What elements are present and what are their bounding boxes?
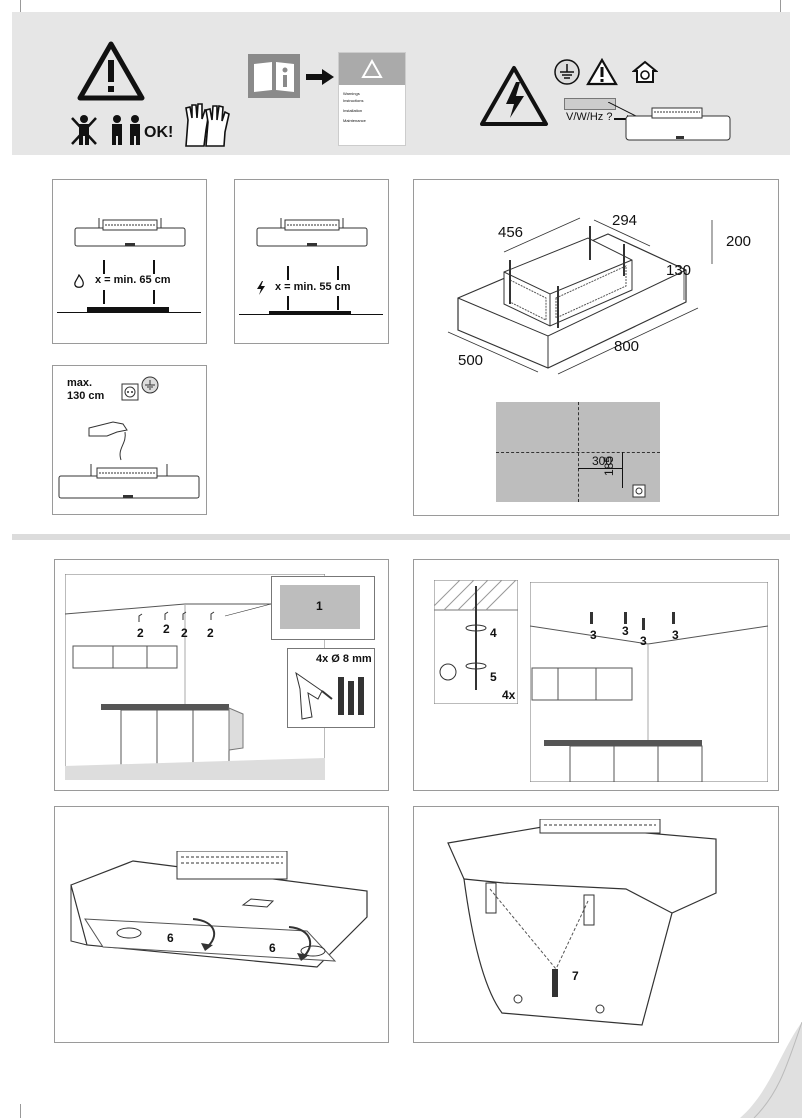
drill-icon bbox=[295, 671, 333, 720]
step-6-label: 6 bbox=[269, 941, 276, 955]
dimension-800: 800 bbox=[614, 338, 640, 355]
clearance-tick bbox=[287, 266, 289, 280]
arrow-right-icon bbox=[306, 69, 334, 85]
safety-header: OK! Warnings Instructions Installation M… bbox=[12, 12, 790, 155]
gas-clearance-panel: x = min. 65 cm bbox=[52, 179, 207, 344]
section-divider bbox=[12, 534, 790, 540]
step-3-label: 3 bbox=[672, 628, 679, 642]
step-3-label: 3 bbox=[590, 628, 597, 642]
electric-clearance-label: x = min. 55 cm bbox=[275, 281, 351, 293]
electric-hazard-icon bbox=[480, 66, 548, 126]
gas-hob bbox=[87, 307, 169, 312]
dimension-500: 500 bbox=[458, 352, 484, 369]
clearance-tick bbox=[103, 290, 105, 304]
clearance-tick bbox=[153, 260, 155, 274]
single-person-crossed-icon bbox=[71, 115, 97, 145]
clearance-tick bbox=[337, 266, 339, 280]
hood-side-view bbox=[625, 107, 731, 141]
warning-icon bbox=[77, 41, 145, 101]
step-2-label: 2 bbox=[181, 626, 188, 640]
hand-plug-drawing bbox=[88, 421, 128, 461]
manual-line: Warnings bbox=[343, 91, 360, 96]
step-4-label: 4 bbox=[490, 626, 497, 640]
step-2-label: 2 bbox=[163, 622, 170, 636]
dimension-200: 200 bbox=[726, 233, 752, 250]
quantity-4x-label: 4x bbox=[502, 688, 516, 702]
drill-inset: 4x Ø 8 mm bbox=[287, 648, 375, 728]
two-persons-icon bbox=[112, 115, 140, 145]
step-5-label: 5 bbox=[490, 670, 497, 684]
dimension-130: 130 bbox=[666, 262, 692, 279]
electric-hob bbox=[269, 311, 351, 314]
hood-front-drawing bbox=[74, 218, 186, 247]
pointer-line bbox=[608, 102, 637, 117]
drill-spec-label: 4x Ø 8 mm bbox=[316, 653, 372, 665]
dimension-294: 294 bbox=[612, 212, 638, 229]
crop-mark bbox=[20, 1104, 21, 1118]
socket-height-label: 130 cm bbox=[67, 390, 105, 402]
drilling-template-inset: 1 bbox=[271, 576, 375, 640]
crop-mark bbox=[20, 0, 21, 12]
hood-isometric-drawing bbox=[447, 217, 713, 375]
dimensions-panel: 456 294 200 130 500 800 300 185 bbox=[413, 179, 779, 516]
earth-ground-icon bbox=[141, 376, 159, 394]
hood-underside-drawing bbox=[70, 851, 368, 968]
crop-mark bbox=[780, 0, 781, 12]
filter-removal-panel: 6 6 bbox=[54, 806, 389, 1043]
clearance-tick bbox=[103, 260, 105, 274]
manual-page-thumbnail: Warnings Instructions Installation Maint… bbox=[338, 52, 406, 146]
electric-clearance-panel: x = min. 55 cm bbox=[234, 179, 389, 344]
house-icon bbox=[632, 60, 658, 83]
worktop-line bbox=[239, 314, 383, 315]
ok-label: OK! bbox=[144, 124, 174, 141]
page-curl-decoration bbox=[740, 1022, 802, 1118]
ceiling-fixing-panel: 4 5 4x 3 3 3 3 bbox=[413, 559, 779, 791]
dimension-185: 185 bbox=[602, 455, 616, 476]
clearance-tick bbox=[153, 290, 155, 304]
earth-ground-icon bbox=[554, 59, 580, 85]
wall-plugs-icon bbox=[338, 677, 364, 715]
dimension-line bbox=[622, 452, 623, 488]
voltage-label: V/W/Hz ? bbox=[566, 111, 613, 123]
hood-panel-drawing bbox=[447, 819, 717, 1026]
manual-line: Installation bbox=[343, 108, 363, 113]
step-1-label: 1 bbox=[316, 599, 323, 613]
hood-front-drawing bbox=[256, 218, 368, 247]
dimension-456: 456 bbox=[498, 224, 524, 241]
step-6-label: 6 bbox=[167, 931, 174, 945]
step-2-label: 2 bbox=[137, 626, 144, 640]
drilling-template: 1 bbox=[280, 585, 360, 629]
kitchen-room-drawing bbox=[530, 582, 768, 782]
ceiling-section-drawing bbox=[434, 580, 518, 704]
clearance-tick bbox=[287, 296, 289, 310]
step-2-label: 2 bbox=[207, 626, 214, 640]
step-7-label: 7 bbox=[572, 969, 579, 983]
step-3-label: 3 bbox=[640, 634, 647, 648]
center-line-horizontal bbox=[496, 452, 660, 453]
socket-max-label: max. bbox=[67, 377, 93, 389]
socket-panel: max. 130 cm bbox=[52, 365, 207, 515]
socket-icon bbox=[632, 484, 646, 498]
template-drilling-panel: 2 2 2 2 1 4x Ø 8 mm bbox=[54, 559, 389, 791]
ceiling-plan: 300 185 bbox=[496, 402, 660, 502]
dimension-300: 300 bbox=[592, 454, 613, 468]
rating-plate bbox=[564, 98, 616, 110]
clearance-tick bbox=[337, 296, 339, 310]
gloves-icon bbox=[185, 103, 230, 147]
manual-line: Maintenance bbox=[343, 118, 366, 123]
hood-front-drawing bbox=[58, 464, 200, 499]
gas-clearance-label: x = min. 65 cm bbox=[95, 274, 171, 286]
caution-icon bbox=[586, 58, 618, 86]
panel-fixing-panel: 7 bbox=[413, 806, 779, 1043]
lightning-icon bbox=[257, 281, 265, 295]
dimension-line bbox=[578, 468, 622, 469]
socket-outlet-icon bbox=[121, 383, 139, 401]
gas-flame-icon bbox=[74, 274, 84, 288]
step-3-label: 3 bbox=[622, 624, 629, 638]
manual-line: Instructions bbox=[343, 98, 364, 103]
manual-book-icon bbox=[248, 54, 300, 98]
worktop-line bbox=[57, 312, 201, 313]
